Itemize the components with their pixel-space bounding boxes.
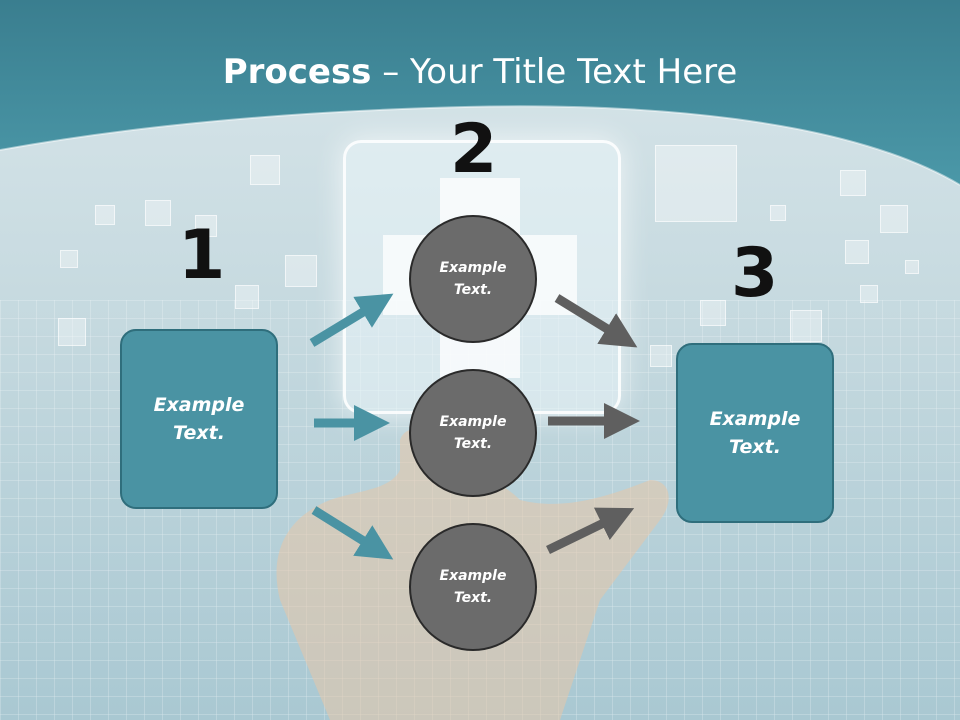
arrow-right-down bbox=[554, 294, 638, 348]
decor-square bbox=[145, 200, 171, 226]
circle-bottom-text: Example Text. bbox=[439, 567, 507, 606]
decor-square bbox=[195, 215, 217, 237]
arrow-right-up bbox=[546, 507, 635, 555]
header-band bbox=[0, 0, 960, 186]
circle-top[interactable]: Example Text. bbox=[409, 215, 537, 343]
arrow-left-down bbox=[311, 506, 394, 560]
decor-square bbox=[790, 310, 822, 342]
circle-middle-text: Example Text. bbox=[439, 413, 507, 452]
left-box-text: Example Text. bbox=[153, 393, 245, 445]
step-number-2: 2 bbox=[450, 110, 498, 189]
left-box[interactable]: Example Text. bbox=[120, 329, 278, 509]
right-box[interactable]: Example Text. bbox=[676, 343, 834, 523]
decor-square bbox=[700, 300, 726, 326]
decor-square bbox=[58, 318, 86, 346]
decor-square bbox=[650, 345, 672, 367]
circle-middle[interactable]: Example Text. bbox=[409, 369, 537, 497]
decor-square bbox=[235, 285, 259, 309]
decor-square bbox=[250, 155, 280, 185]
decor-square bbox=[860, 285, 878, 303]
decor-square bbox=[655, 145, 737, 222]
right-box-text: Example Text. bbox=[709, 407, 801, 459]
step-number-1: 1 bbox=[178, 216, 226, 295]
decor-square bbox=[60, 250, 78, 268]
circle-bottom[interactable]: Example Text. bbox=[409, 523, 537, 651]
decor-square bbox=[905, 260, 919, 274]
step-number-3: 3 bbox=[731, 234, 779, 313]
title-bold: Process bbox=[222, 52, 372, 92]
decor-square bbox=[845, 240, 869, 264]
decor-square bbox=[840, 170, 866, 196]
decor-square bbox=[95, 205, 115, 225]
circle-top-text: Example Text. bbox=[439, 259, 507, 298]
decor-square bbox=[770, 205, 786, 221]
decor-square bbox=[880, 205, 908, 233]
slide-title: Process – Your Title Text Here bbox=[0, 52, 960, 92]
arrow-left-up bbox=[309, 293, 394, 347]
title-rest: – Your Title Text Here bbox=[371, 52, 738, 92]
decor-square bbox=[285, 255, 317, 287]
